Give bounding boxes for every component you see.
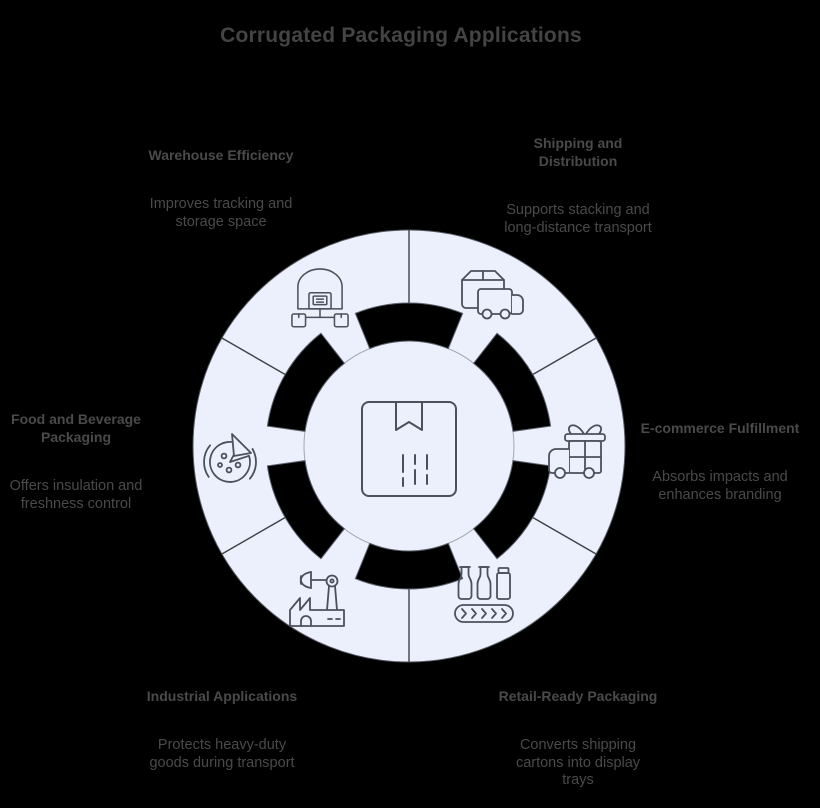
infographic-canvas: Corrugated Packaging Applications (0, 24, 820, 788)
segment-description: Protects heavy-duty goods during transpo… (149, 737, 295, 771)
segment-heading: Warehouse Efficiency (148, 147, 294, 163)
segment-description: Supports stacking and long-distance tran… (504, 202, 652, 236)
divider-line (221, 516, 286, 555)
segment-heading: Shipping and Distribution (533, 135, 623, 169)
segment-label-shipping-and-distribution: Shipping and Distribution Supports stack… (463, 116, 693, 255)
ring-arc (354, 302, 464, 350)
segment-label-warehouse-efficiency: Warehouse Efficiency Improves tracking a… (106, 128, 336, 249)
segment-label-ecommerce-fulfillment: E-commerce Fulfillment Absorbs impacts a… (620, 401, 820, 522)
segment-description: Offers insulation and freshness control (9, 478, 143, 512)
segment-label-food-and-beverage-packaging: Food and Beverage Packaging Offers insul… (0, 392, 158, 531)
package-box-icon (361, 401, 457, 497)
segment-heading: Retail-Ready Packaging (498, 688, 658, 704)
ring-arc (472, 332, 552, 432)
divider-line (532, 516, 597, 555)
segment-label-retail-ready-packaging: Retail-Ready Packaging Converts shipping… (463, 669, 693, 808)
ring-arc (266, 460, 346, 560)
segment-heading: E-commerce Fulfillment (640, 420, 800, 436)
ring-arc (354, 542, 464, 590)
gift-truck-icon (548, 424, 606, 479)
segment-description: Improves tracking and storage space (149, 196, 293, 230)
pizza-icon (203, 433, 257, 483)
segment-label-industrial-applications: Industrial Applications Protects heavy-d… (107, 669, 337, 790)
segment-description: Absorbs impacts and enhances branding (652, 469, 788, 503)
bottles-conveyor-icon (454, 566, 514, 623)
packaging-wheel-diagram (192, 229, 626, 663)
segment-heading: Food and Beverage Packaging (11, 411, 141, 445)
warehouse-icon (291, 268, 349, 328)
page-title: Corrugated Packaging Applications (220, 24, 582, 47)
divider-line (532, 337, 597, 376)
ring-arc (472, 460, 552, 560)
ring-cut-arcs (266, 302, 552, 590)
sector-divider-lines (221, 230, 597, 662)
delivery-truck-box-icon (461, 270, 524, 320)
divider-line (221, 337, 286, 376)
segment-description: Converts shipping cartons into display t… (515, 737, 641, 788)
factory-robot-arm-icon (289, 571, 345, 627)
segment-heading: Industrial Applications (146, 688, 298, 704)
ring-arc (266, 332, 346, 432)
